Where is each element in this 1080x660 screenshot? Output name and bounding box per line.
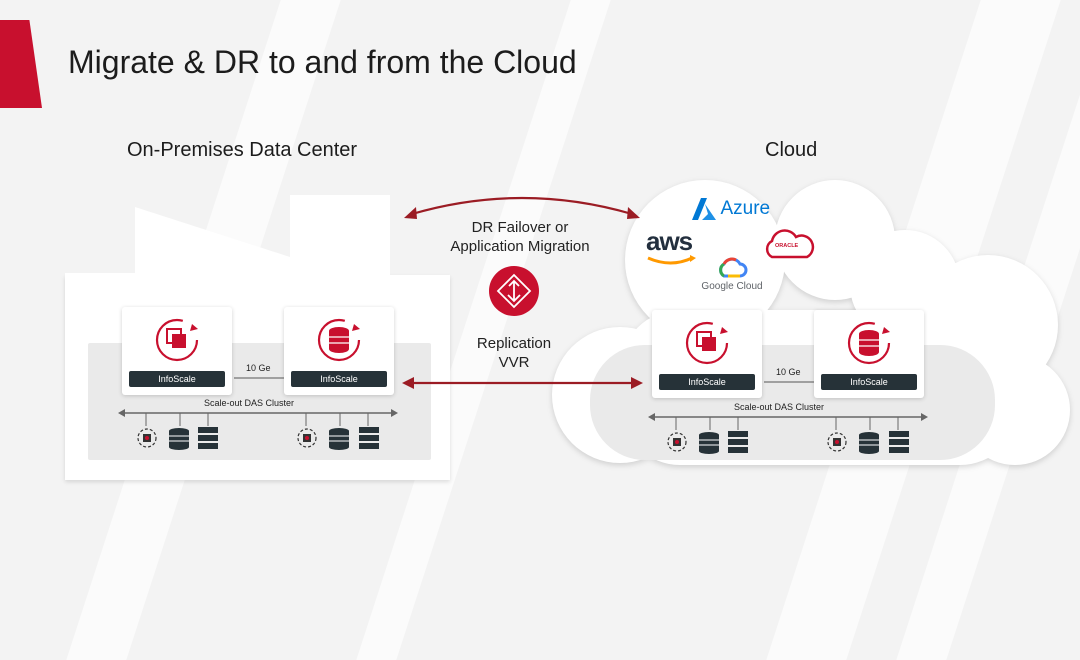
link-speed-label: 10 Ge [776,367,801,377]
compute-icon [667,432,687,452]
cluster-label: Scale-out DAS Cluster [734,402,825,412]
oracle-label: ORACLE [775,243,799,249]
dr-label-line1: DR Failover or [471,219,569,236]
dr-label-line2: Application Migration [450,238,590,255]
slide-title: Migrate & DR to and from the Cloud [68,44,577,80]
failover-icon [685,321,729,365]
brand-accent-shape [0,20,42,108]
server-icon [889,431,909,453]
oracle-logo: ORACLE [762,229,817,266]
replication-arrow [402,377,643,389]
google-cloud-label: Google Cloud [701,281,763,292]
storage-icon [329,428,349,450]
cloud-node-left[interactable]: InfoScale [652,310,762,398]
on-prem-node-right[interactable]: InfoScale [284,307,394,395]
link-line [764,381,814,383]
link-line [234,377,284,379]
compute-icon [137,428,157,448]
cloud-title: Cloud [765,139,818,161]
cluster-bus [118,409,398,426]
database-icon [847,321,891,365]
database-icon [317,318,361,362]
replication-label: Replication VVR [454,334,574,372]
dr-failover-arrow [404,196,640,219]
node-label: InfoScale [659,374,755,390]
aws-label: aws [646,226,693,256]
google-cloud-icon [719,257,748,278]
server-icon [359,427,379,449]
cluster-label: Scale-out DAS Cluster [204,398,295,408]
server-icon [198,427,218,449]
azure-logo: Azure [692,198,770,220]
storage-icon [169,428,189,450]
aws-smile-icon [647,255,696,265]
google-cloud-logo: Google Cloud [697,256,767,292]
on-prem-node-left[interactable]: InfoScale [122,307,232,395]
aws-logo: aws [646,226,696,265]
azure-icon [692,198,716,220]
storage-icon [699,432,719,454]
building-roof-shape [65,195,390,290]
replication-label-line1: Replication [476,335,552,352]
node-label: InfoScale [821,374,917,390]
cloud-node-right[interactable]: InfoScale [814,310,924,398]
on-prem-title: On-Premises Data Center [127,139,358,161]
azure-label: Azure [720,198,771,219]
node-label: InfoScale [291,371,387,387]
storage-icon [859,432,879,454]
server-icon [728,431,748,453]
oracle-cloud-icon [765,229,815,259]
replication-icon [489,266,539,316]
replication-label-line2: VVR [498,354,530,371]
compute-icon [827,432,847,452]
compute-icon [297,428,317,448]
node-label: InfoScale [129,371,225,387]
dr-label: DR Failover or Application Migration [430,218,610,256]
cluster-bus [648,413,928,430]
failover-icon [155,318,199,362]
link-speed-label: 10 Ge [246,363,271,373]
